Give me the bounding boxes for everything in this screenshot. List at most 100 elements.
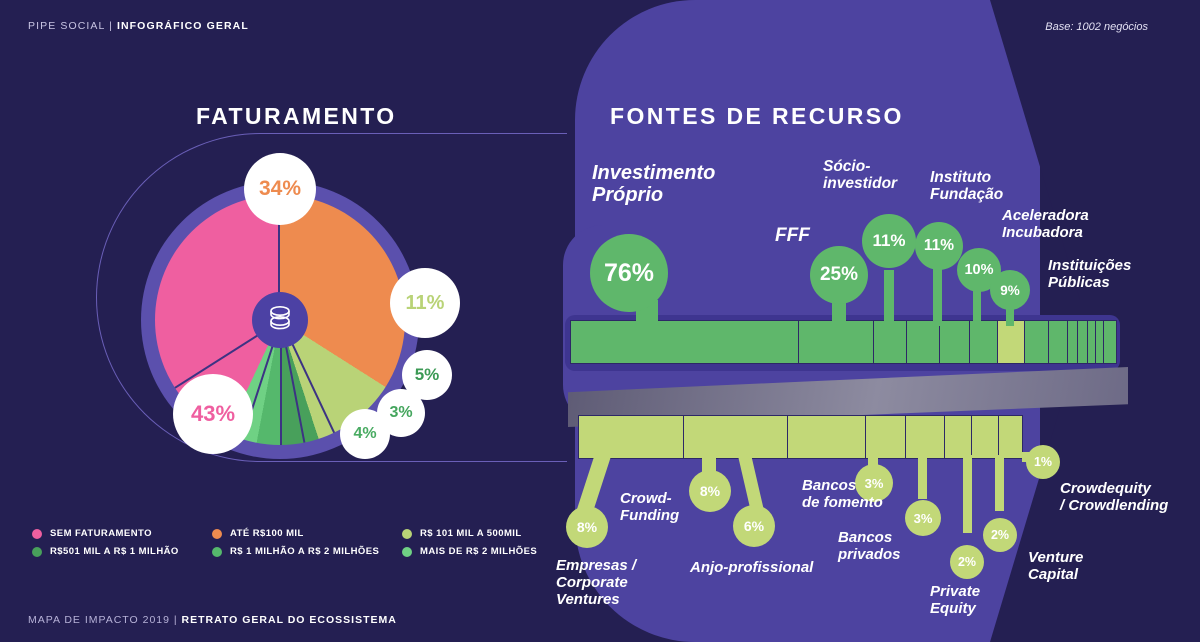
legend-item-101mil-500mil: R$ 101 MIL A 500MIL (402, 528, 552, 539)
bar2-segment-private-equity (945, 416, 973, 458)
header-section: INFOGRÁFICO GERAL (116, 20, 249, 32)
pie-value-bubble-4: 4% (340, 409, 390, 459)
legend-dot-icon (32, 528, 42, 539)
legend-row: SEM FATURAMENTO ATÉ R$100 MIL R$ 101 MIL… (32, 528, 552, 539)
bar2-segment-empresas-corporate (579, 416, 684, 458)
bar-segment-socio-investidor (874, 321, 907, 363)
pie-value-bubble-11: 11% (390, 268, 460, 338)
stem-private-equity (963, 455, 972, 533)
bar2-segment-crowdequity (999, 416, 1022, 458)
legend-item-501mil-1milhao: R$501 MIL A R$ 1 MILHÃO (32, 546, 212, 557)
bar-segment-investimento-proprio (571, 321, 799, 363)
footer-left: MAPA DE IMPACTO 2019 (28, 614, 170, 626)
legend-dot-icon (212, 546, 222, 557)
footer-right: RETRATO GERAL DO ECOSSISTEMA (181, 614, 397, 626)
legend-label: R$ 101 MIL A 500MIL (420, 528, 522, 539)
bar-segment-bancos-fomento (1068, 321, 1078, 363)
stem-instituto-fundacao (933, 268, 942, 326)
legend-label: R$ 1 MILHÃO A R$ 2 MILHÕES (230, 546, 380, 557)
bar-segment-instituicoes-publicas (970, 321, 998, 363)
bar-segment-private-equity (1088, 321, 1096, 363)
coin-stack-icon (252, 292, 308, 348)
bar2-segment-venture-capital (972, 416, 1000, 458)
pie-value-bubble-43: 43% (173, 374, 253, 454)
value-bubble-crowdequity: 1% (1026, 445, 1060, 479)
label-fff: FFF (775, 225, 810, 246)
faturamento-title: FATURAMENTO (196, 103, 397, 129)
bar-segment-venture-capital (1096, 321, 1104, 363)
value-bubble-private-equity: 2% (950, 545, 984, 579)
legend-dot-icon (212, 528, 222, 539)
funding-bottom-bar (578, 415, 1023, 459)
legend-item-sem-faturamento: SEM FATURAMENTO (32, 528, 212, 539)
bar2-segment-crowdfunding (684, 416, 789, 458)
header-brand-line: PIPE SOCIAL | INFOGRÁFICO GERAL (28, 20, 249, 32)
bar-segment-crowdequity (1104, 321, 1112, 363)
pie-value-bubble-34: 34% (244, 153, 316, 225)
value-bubble-instituicoes-publicas: 9% (990, 270, 1030, 310)
footer-separator: | (173, 614, 178, 626)
value-bubble-crowdfunding: 8% (689, 470, 731, 512)
legend-item-1milhao-2milhoes: R$ 1 MILHÃO A R$ 2 MILHÕES (212, 546, 402, 557)
stem-aceleradora-incubadora (973, 290, 981, 326)
panel-wedge-top (990, 0, 1080, 300)
stem-socio-investidor (884, 270, 894, 326)
bar-segment-anjo (1049, 321, 1068, 363)
stem-venture-capital (995, 455, 1004, 511)
stem-bancos-privados (918, 455, 927, 499)
value-bubble-fff: 25% (810, 246, 868, 304)
value-bubble-venture-capital: 2% (983, 518, 1017, 552)
bar2-segment-bancos-fomento (866, 416, 906, 458)
legend-item-mais-2milhoes: MAIS DE R$ 2 MILHÕES (402, 546, 552, 557)
legend-label: R$501 MIL A R$ 1 MILHÃO (50, 546, 179, 557)
label-socio-investidor: Sócio-investidor (823, 158, 898, 193)
bar2-segment-anjo (788, 416, 866, 458)
legend-row: R$501 MIL A R$ 1 MILHÃO R$ 1 MILHÃO A R$… (32, 546, 552, 557)
stem-bancos-fomento (868, 455, 878, 471)
label-anjo: Anjo-profissional (690, 559, 814, 576)
bar-segment-instituto-fundacao (907, 321, 940, 363)
header-separator: | (109, 20, 113, 32)
legend-label: SEM FATURAMENTO (50, 528, 152, 539)
legend-dot-icon (402, 546, 412, 557)
funding-top-bar (570, 320, 1117, 364)
value-bubble-instituto-fundacao: 11% (915, 222, 963, 270)
pie-divider (280, 320, 282, 445)
bar-segment-bancos-privados (1078, 321, 1088, 363)
legend-dot-icon (402, 528, 412, 539)
bar-segment-aceleradora-incubadora (940, 321, 970, 363)
value-bubble-investimento-proprio: 76% (590, 234, 668, 312)
value-bubble-bancos-fomento: 3% (855, 464, 893, 502)
bar2-segment-bancos-privados (906, 416, 946, 458)
faturamento-pie-chart: 34% 11% 5% 3% 4% 43% (141, 153, 460, 459)
value-bubble-anjo: 6% (733, 505, 775, 547)
bar-segment-empresas-corporate (998, 321, 1025, 363)
stem-fff (832, 300, 846, 326)
value-bubble-bancos-privados: 3% (905, 500, 941, 536)
header-base-note: Base: 1002 negócios (1045, 21, 1148, 33)
label-crowdequity: Crowdequity/ Crowdlending (1060, 480, 1169, 514)
bar-segment-crowdfunding (1025, 321, 1049, 363)
value-bubble-empresas-corporate: 8% (566, 506, 608, 548)
decorative-arc (96, 133, 567, 462)
legend-label: MAIS DE R$ 2 MILHÕES (420, 546, 538, 557)
label-crowdfunding: Crowd-Funding (620, 490, 680, 524)
faturamento-legend: SEM FATURAMENTO ATÉ R$100 MIL R$ 101 MIL… (32, 528, 552, 564)
value-bubble-socio-investidor: 11% (862, 214, 916, 268)
header-brand: PIPE SOCIAL (28, 20, 106, 32)
fontes-recurso-title: FONTES DE RECURSO (610, 103, 904, 129)
legend-label: ATÉ R$100 MIL (230, 528, 304, 539)
bar-segment-fff (799, 321, 874, 363)
stem-instituicoes-publicas (1006, 300, 1014, 326)
legend-dot-icon (32, 546, 42, 557)
footer-line: MAPA DE IMPACTO 2019 | RETRATO GERAL DO … (28, 614, 397, 626)
